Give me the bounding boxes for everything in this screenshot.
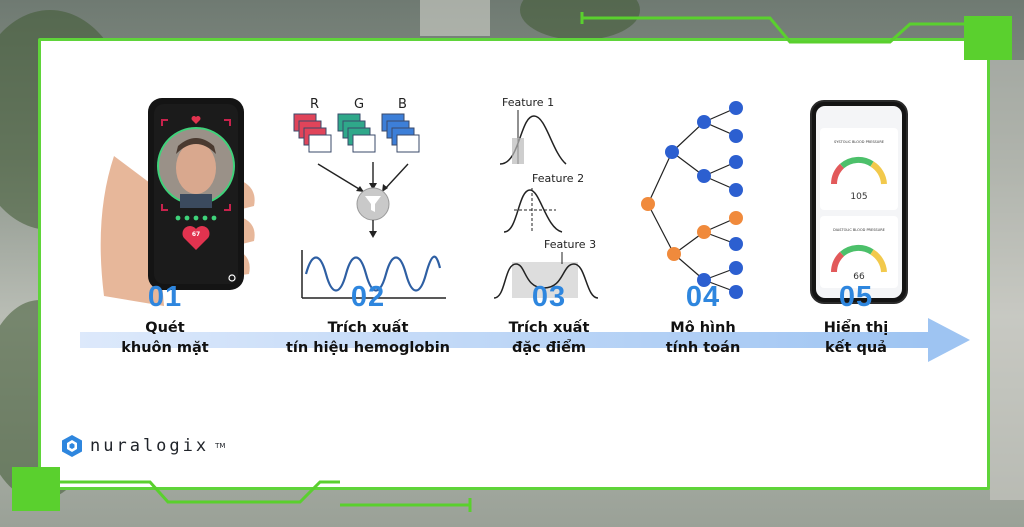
gauge-card-top: SYSTOLIC BLOOD PRESSURE 105	[820, 128, 898, 210]
channel-frame-b	[396, 134, 420, 153]
step-02: 02 Trích xuất tín hiệu hemoglobin	[268, 282, 468, 358]
background-window	[990, 60, 1024, 500]
gauge-bottom-dial	[831, 244, 887, 273]
rgb-filter-signal-icon: R G B	[293, 97, 446, 299]
channel-label-r: R	[310, 97, 319, 112]
step-03: 03 Trích xuất đặc điểm	[486, 282, 612, 358]
progress-arrow	[80, 318, 970, 362]
channel-label-b: B	[398, 97, 407, 112]
step-number: 02	[350, 281, 386, 313]
results-screen: SYSTOLIC BLOOD PRESSURE 105 DIASTOLIC BL…	[816, 106, 902, 298]
feature-1-label: Feature 1	[502, 96, 554, 109]
background-foliage	[520, 0, 640, 40]
step-number: 04	[685, 281, 721, 313]
accent-square-bottom-left	[12, 467, 60, 511]
accent-square-top-right	[964, 16, 1012, 60]
phone-face-scan-icon	[100, 98, 255, 306]
step-05: 05 Hiển thị kết quả	[800, 282, 912, 358]
gauge-bottom-value: 66	[853, 272, 865, 282]
gauge-card-bottom: DIASTOLIC BLOOD PRESSURE 66	[820, 216, 898, 288]
results-phone-icon: SYSTOLIC BLOOD PRESSURE 105 DIASTOLIC BL…	[810, 100, 908, 304]
feature-3-label: Feature 3	[544, 238, 596, 251]
step-label: Mô hình tính toán	[665, 320, 741, 356]
background-window	[420, 0, 490, 36]
channel-label-g: G	[354, 97, 364, 112]
trademark-symbol: TM	[215, 442, 226, 450]
step-label: Hiển thị kết quả	[823, 320, 889, 356]
feature-2-label: Feature 2	[532, 172, 584, 185]
nuralogix-logo: nuralogix TM	[60, 434, 225, 458]
gauge-top-title: SYSTOLIC BLOOD PRESSURE	[834, 140, 884, 144]
channel-frame-r	[308, 134, 332, 153]
gauge-bottom-title: DIASTOLIC BLOOD PRESSURE	[833, 228, 885, 232]
gauge-top-value: 105	[850, 192, 868, 202]
tree-model-icon	[641, 101, 743, 299]
nuralogix-logo-icon	[62, 435, 82, 457]
step-label: Trích xuất tín hiệu hemoglobin	[286, 320, 450, 356]
nuralogix-wordmark: nuralogix	[90, 436, 210, 456]
step-04: 04 Mô hình tính toán	[643, 282, 763, 358]
step-number: 01	[147, 281, 183, 313]
channel-frame-g	[352, 134, 376, 153]
step-01: 01 Quét khuôn mặt	[110, 282, 220, 358]
step-label: Quét khuôn mặt	[121, 320, 209, 356]
gauge-top-dial	[831, 156, 887, 185]
step-label: Trích xuất đặc điểm	[508, 320, 590, 356]
step-number: 05	[838, 281, 874, 313]
feature-curves-icon: Feature 1 Feature 2 Feature 3	[493, 96, 599, 299]
step-number: 03	[531, 281, 567, 313]
heart-rate-value: 67	[191, 231, 201, 238]
